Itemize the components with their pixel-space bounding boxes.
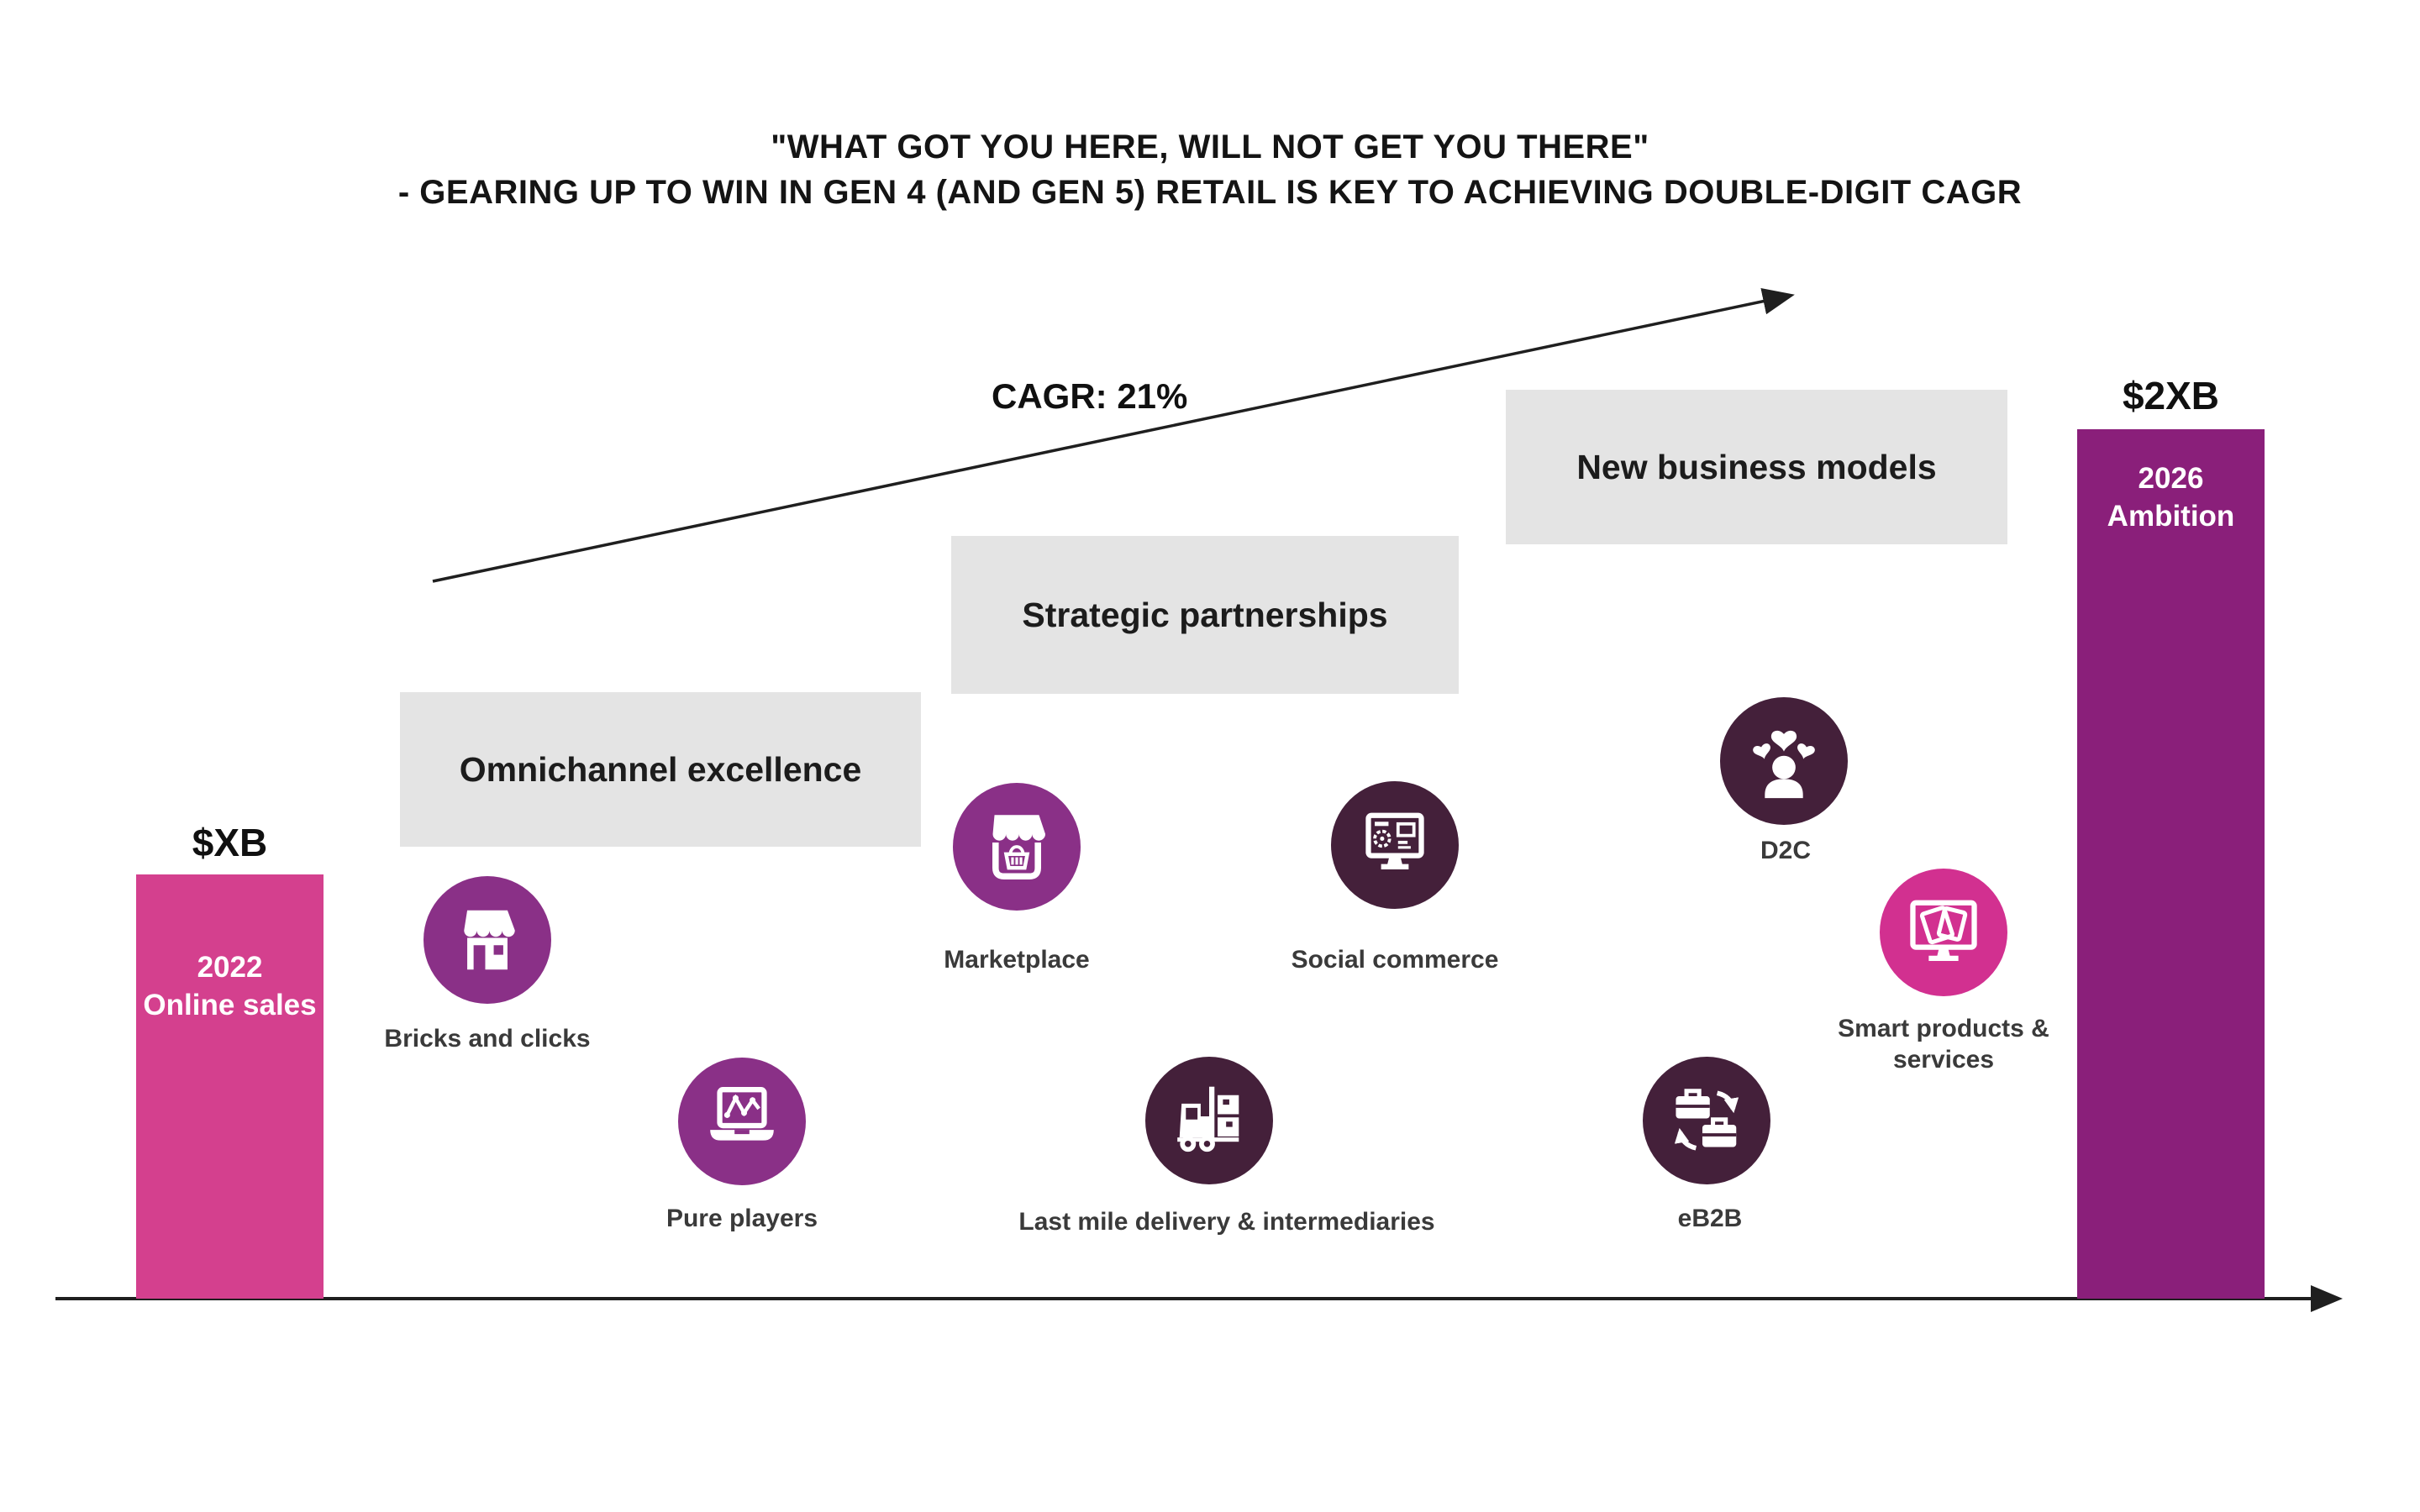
bar-2026-caption: Ambition <box>2107 500 2235 533</box>
title-line-2: - GEARING UP TO WIN IN GEN 4 (AND GEN 5)… <box>397 174 2023 211</box>
phase-label: Omnichannel excellence <box>459 749 862 789</box>
initiative-label-last-mile: Last mile delivery & intermediaries <box>1018 1208 1435 1236</box>
bar-2026-inner-text: 2026 Ambition <box>2107 459 2235 535</box>
bar-2022-inner-text: 2022 Online sales <box>143 948 316 1024</box>
briefcase-exchange-icon <box>1643 1057 1770 1184</box>
cagr-label: CAGR: 21% <box>992 376 1188 416</box>
title-line-1: "WHAT GOT YOU HERE, WILL NOT GET YOU THE… <box>771 129 1649 165</box>
phase-label: New business models <box>1576 447 1937 486</box>
bar-2026-ambition: 2026 Ambition <box>2077 429 2265 1299</box>
initiative-label-eb2b: eB2B <box>1677 1205 1743 1232</box>
monitor-smart-cards-icon <box>1880 869 2007 996</box>
storefront-icon <box>424 876 551 1004</box>
laptop-chart-icon <box>678 1058 806 1185</box>
initiative-label-d2c: D2C <box>1760 837 1811 864</box>
bar-2022-year: 2022 <box>197 951 263 984</box>
bar-2026-value-label: $2XB <box>2122 374 2220 417</box>
market-stall-basket-icon <box>953 783 1081 911</box>
bar-2022-value-label: $XB <box>192 821 268 864</box>
bar-2022-online-sales: 2022 Online sales <box>136 874 324 1299</box>
initiative-label-bricks-and-clicks: Bricks and clicks <box>384 1025 591 1053</box>
page-title: "WHAT GOT YOU HERE, WILL NOT GET YOU THE… <box>0 124 2420 215</box>
forklift-boxes-icon <box>1145 1057 1273 1184</box>
phase-box-strategic-partnerships: Strategic partnerships <box>951 536 1459 694</box>
phase-box-new-business-models: New business models <box>1506 390 2007 544</box>
initiative-label-pure-players: Pure players <box>666 1205 818 1232</box>
initiative-label-marketplace: Marketplace <box>944 946 1090 974</box>
person-hearts-icon <box>1720 697 1848 825</box>
monitor-social-shop-icon <box>1331 781 1459 909</box>
bar-2026-year: 2026 <box>2138 462 2204 495</box>
initiative-label-social-commerce: Social commerce <box>1291 946 1499 974</box>
bar-2022-caption: Online sales <box>143 989 317 1021</box>
phase-box-omnichannel-excellence: Omnichannel excellence <box>400 692 921 847</box>
phase-label: Strategic partnerships <box>1022 595 1388 634</box>
initiative-label-smart-products-services: Smart products & services <box>1838 1015 2049 1074</box>
